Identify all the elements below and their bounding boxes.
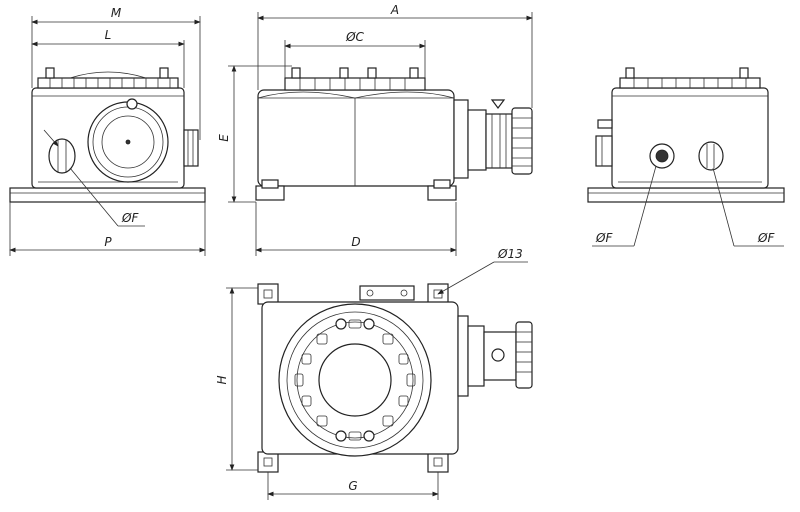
dim-label-d: D (351, 235, 360, 249)
top-view: H G Ø13 (215, 247, 533, 500)
side-top-grille (284, 77, 426, 91)
top-connector-flange (467, 325, 485, 387)
top-center-disc (318, 343, 392, 417)
front-view: M L P ØF (9, 6, 206, 256)
front-top-grille (37, 77, 179, 89)
top-connector-cap (515, 321, 533, 389)
dim-label-e: E (217, 134, 231, 142)
side-connector-body (485, 113, 513, 169)
dim-label-f-left: ØF (595, 231, 613, 245)
end-cable-entry-right (698, 141, 724, 171)
top-mount-tab-br (427, 451, 449, 473)
front-base-plate (9, 187, 206, 203)
dim-label-c: ØC (345, 30, 364, 44)
dim-label-f: ØF (121, 211, 139, 225)
front-side-connector (183, 129, 199, 167)
top-lid-hinge (359, 285, 415, 301)
dim-label-a: A (390, 3, 399, 17)
dim-label-f-right: ØF (757, 231, 775, 245)
end-side-connector (595, 135, 613, 167)
side-connector-cap (511, 107, 533, 175)
side-housing (257, 89, 455, 187)
side-view: A ØC E D (217, 3, 533, 256)
dim-label-m: M (111, 6, 122, 20)
end-base-plate (587, 187, 785, 203)
front-cable-entry (48, 138, 76, 174)
dim-label-p: P (104, 235, 112, 249)
end-view: ØF ØF (587, 67, 785, 247)
side-connector-flange (453, 99, 469, 179)
dim-label-hole: Ø13 (497, 247, 523, 261)
dim-label-g: G (348, 479, 357, 493)
end-housing (611, 87, 769, 189)
top-mount-tab-bl (257, 451, 279, 473)
dim-label-l: L (105, 28, 112, 42)
top-mount-tab-tl (257, 283, 279, 305)
dim-label-h: H (215, 375, 229, 384)
